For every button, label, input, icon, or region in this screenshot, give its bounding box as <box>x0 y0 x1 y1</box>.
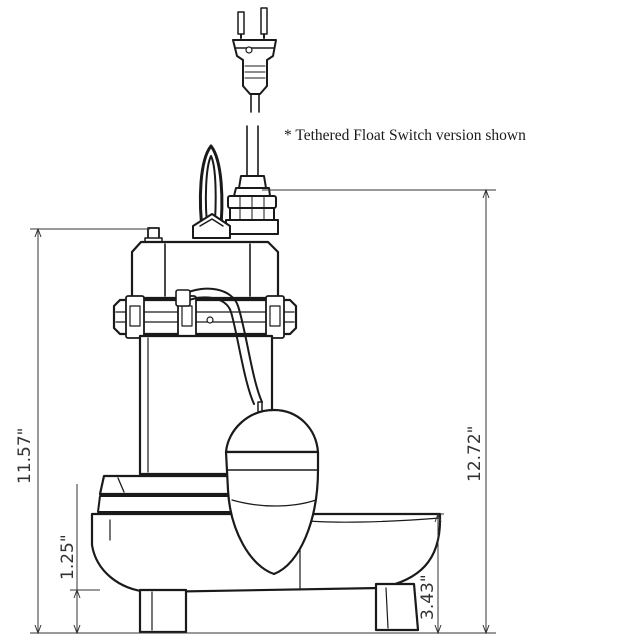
top-bolt <box>144 227 163 243</box>
lifting-handle <box>192 144 231 239</box>
float-cable <box>175 287 263 405</box>
dim-label-11-57: 11.57" <box>15 428 35 485</box>
power-cord <box>246 93 260 177</box>
support-feet <box>138 582 420 634</box>
dim-label-12-72: 12.72" <box>465 426 485 483</box>
housing-flange <box>112 295 298 339</box>
cord-grip <box>225 175 279 235</box>
tethered-float-note: * Tethered Float Switch version shown <box>284 127 526 144</box>
dim-label-3-43: 3.43" <box>418 574 438 620</box>
float-switch <box>224 401 320 576</box>
power-plug <box>232 7 277 95</box>
dim-label-1-25: 1.25" <box>58 534 78 580</box>
dimension-lines <box>30 188 496 635</box>
motor-housing <box>130 240 280 300</box>
